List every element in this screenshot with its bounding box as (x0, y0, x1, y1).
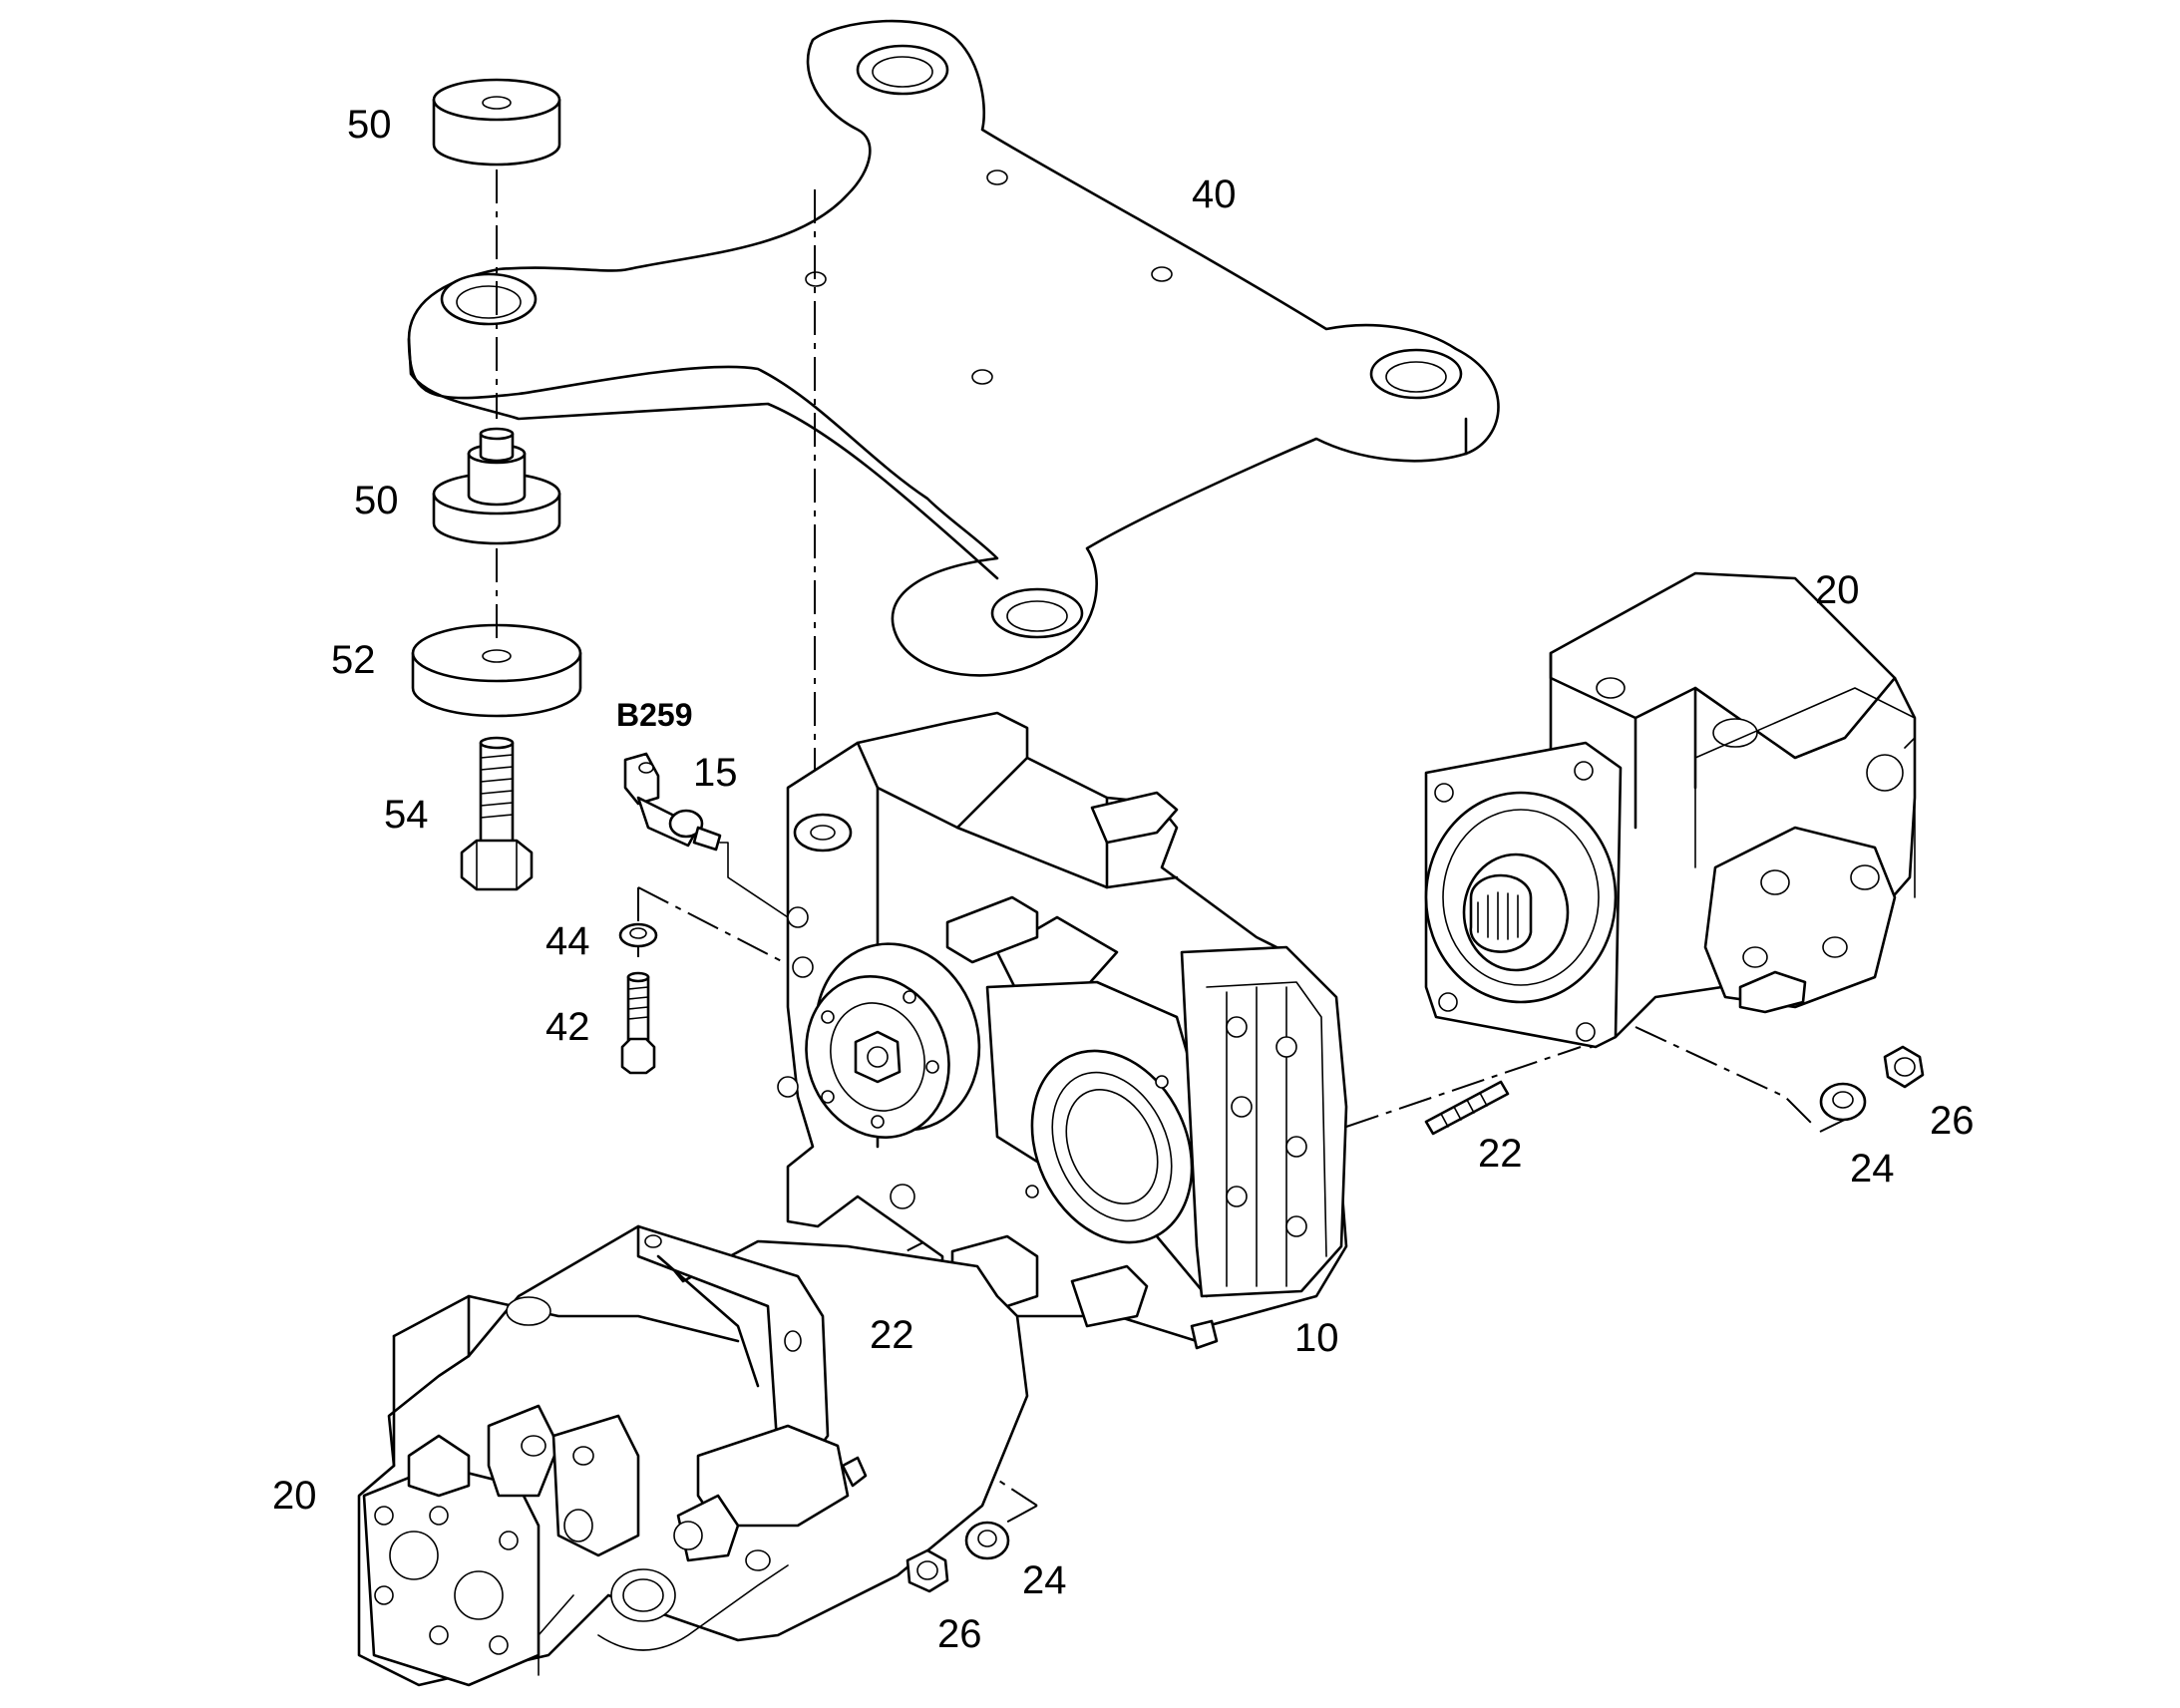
callout-labels: 50 40 50 52 B259 15 54 44 42 20 22 24 26… (272, 103, 1975, 1656)
part-24-washer-right (1819, 1082, 1867, 1122)
part-26-nut-left (906, 1548, 949, 1593)
part-15-sensor (623, 752, 789, 918)
callout-54: 54 (384, 793, 429, 837)
callout-20-left: 20 (272, 1474, 317, 1518)
callout-26-right: 26 (1930, 1099, 1975, 1143)
callout-44: 44 (545, 919, 590, 963)
part-24-washer-left (964, 1521, 1010, 1560)
part-44-washer (618, 922, 658, 948)
part-42-screw (620, 971, 656, 1075)
callout-B259: B259 (616, 697, 693, 733)
callout-24-right: 24 (1850, 1147, 1895, 1191)
callout-24-left: 24 (1022, 1558, 1067, 1602)
callout-50-top: 50 (347, 103, 392, 147)
part-54-bolt (460, 736, 534, 891)
callout-22-right: 22 (1478, 1132, 1523, 1176)
part-20-motor-left (357, 1224, 1029, 1687)
part-50-mid-bushing (432, 427, 561, 545)
callout-26-left: 26 (937, 1612, 982, 1656)
part-26-nut-right (1883, 1045, 1925, 1089)
callout-52: 52 (331, 638, 376, 682)
callout-40: 40 (1192, 172, 1237, 216)
callout-42: 42 (545, 1005, 590, 1049)
part-50-top-bushing (432, 78, 561, 167)
part-40-bracket (407, 19, 1500, 677)
callout-20-right: 20 (1815, 568, 1860, 612)
callout-50-mid: 50 (354, 479, 399, 522)
part-20-motor-right (1424, 571, 1917, 1049)
callout-22-left: 22 (870, 1313, 914, 1357)
part-10-gearbox (777, 711, 1348, 1350)
part-52-washer (411, 623, 582, 718)
callout-15: 15 (693, 751, 738, 795)
part-22-stud-right (1424, 1080, 1510, 1136)
callout-10: 10 (1294, 1316, 1339, 1360)
